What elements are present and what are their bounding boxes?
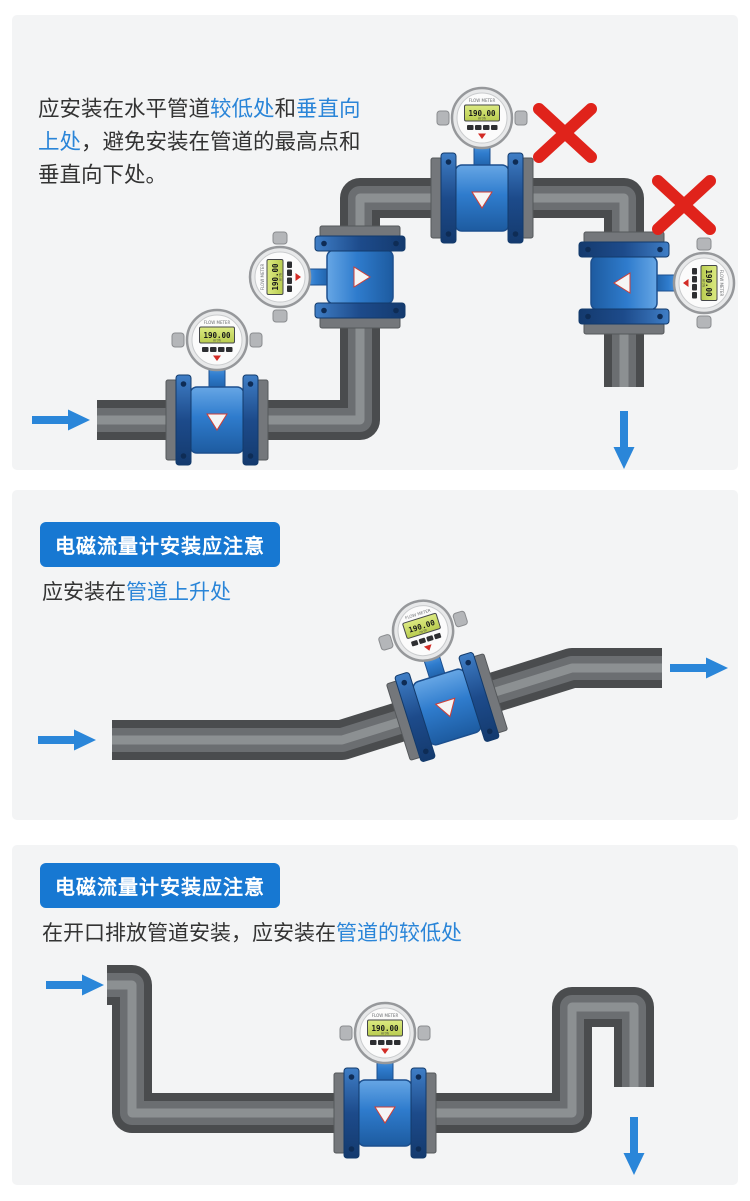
pipe — [107, 965, 654, 1133]
text-segment: 应安装在水平管道 — [38, 97, 211, 122]
instruction-text: 应安装在水平管道较低处和垂直向上处，避免安装在管道的最高点和垂直向下处。 — [38, 93, 398, 192]
panel-horizontal-installation: 应安装在水平管道较低处和垂直向上处，避免安装在管道的最高点和垂直向下处。 — [12, 15, 738, 470]
pipe — [112, 648, 662, 760]
text-segment-highlight: 上处 — [38, 130, 82, 155]
instruction-text: 应安装在管道上升处 — [42, 576, 231, 606]
flowmeter-wrong-high-point — [429, 86, 535, 245]
pipe-diagram-horizontal-vertical — [12, 86, 736, 470]
text-segment: ，避免安装在管道的最高点和 — [81, 130, 361, 155]
notice-badge: 电磁流量计安装应注意 — [40, 522, 280, 567]
text-segment: 垂直向下处。 — [38, 163, 168, 188]
text-segment-highlight: 管道的较低处 — [336, 921, 462, 945]
wrong-x-icon — [658, 181, 710, 229]
panel-rising-pipe: 电磁流量计安装应注意 应安装在管道上升处 — [12, 490, 738, 820]
flowmeter-correct-vertical-up — [248, 224, 407, 330]
text-segment-highlight: 较低处 — [210, 97, 275, 122]
flow-out-down-arrow — [614, 411, 635, 469]
pipe-diagram-rising — [12, 585, 738, 767]
text-segment-highlight: 垂直向 — [296, 97, 361, 122]
flow-in-arrow — [46, 975, 104, 996]
notice-badge: 电磁流量计安装应注意 — [40, 863, 280, 908]
flowmeter-correct-low-point — [164, 308, 270, 467]
flow-in-arrow — [32, 410, 90, 431]
wrong-x-icon — [539, 109, 591, 157]
flowmeter-correct-low-point — [332, 1001, 438, 1160]
flow-in-arrow — [38, 730, 96, 751]
discharge-down-arrow — [624, 1117, 645, 1175]
text-segment: 和 — [274, 97, 297, 122]
text-segment: 在开口排放管道安装，应安装在 — [42, 921, 336, 945]
pipe-diagram-open-discharge — [12, 965, 654, 1185]
flow-out-arrow — [670, 658, 728, 679]
text-segment-highlight: 管道上升处 — [126, 580, 231, 604]
instruction-text: 在开口排放管道安装，应安装在管道的较低处 — [42, 917, 462, 947]
flowmeter-wrong-vertical-down — [577, 230, 736, 336]
text-segment: 应安装在 — [42, 580, 126, 604]
panel-open-discharge: 电磁流量计安装应注意 在开口排放管道安装，应安装在管道的较低处 — [12, 845, 738, 1185]
